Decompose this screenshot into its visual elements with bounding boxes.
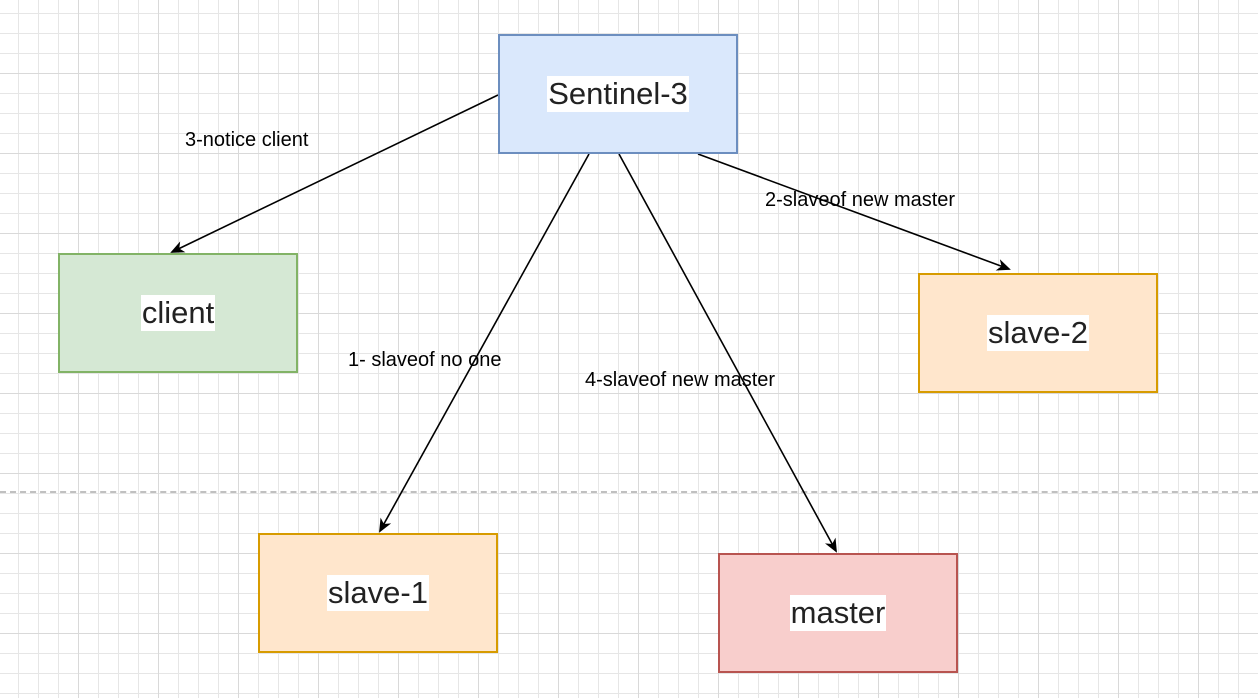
- edge-sentinel-to-slave1[interactable]: [379, 153, 590, 533]
- edge-label-notice-client: 3-notice client: [185, 129, 309, 151]
- sentinel-node[interactable]: Sentinel-3: [498, 34, 738, 154]
- page-break-line: [0, 491, 1258, 493]
- edge-sentinel-to-master[interactable]: [618, 153, 837, 553]
- client-node-label: client: [140, 295, 216, 331]
- edge-label-slaveof-new-master-4: 4-slaveof new master: [585, 369, 776, 391]
- master-node-label: master: [789, 595, 887, 631]
- master-node[interactable]: master: [718, 553, 958, 673]
- edge-sentinel-to-slave2[interactable]: [697, 153, 1011, 271]
- sentinel-node-label: Sentinel-3: [547, 76, 689, 112]
- edge-label-slaveof-no-one: 1- slaveof no one: [348, 349, 502, 371]
- slave1-node[interactable]: slave-1: [258, 533, 498, 653]
- slave1-node-label: slave-1: [327, 575, 429, 611]
- slave2-node[interactable]: slave-2: [918, 273, 1158, 393]
- edge-sentinel-to-client[interactable]: [170, 94, 499, 253]
- slave2-node-label: slave-2: [987, 315, 1089, 351]
- edge-label-slaveof-new-master-2: 2-slaveof new master: [765, 189, 956, 211]
- client-node[interactable]: client: [58, 253, 298, 373]
